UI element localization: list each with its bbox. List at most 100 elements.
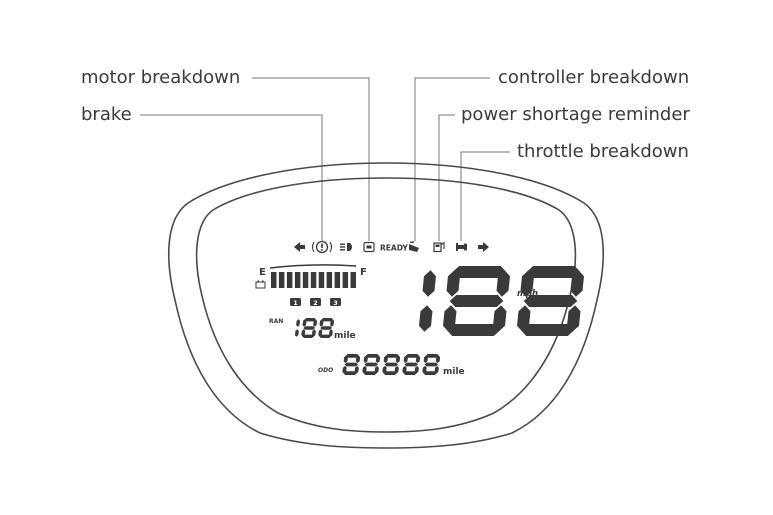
digit-8 xyxy=(422,354,441,375)
segment-a xyxy=(405,354,419,358)
segment-g xyxy=(303,326,316,330)
segment-e xyxy=(301,329,306,337)
segment-b xyxy=(496,270,510,297)
headlight-icon xyxy=(340,243,352,251)
gear-indicators: 1 2 3 xyxy=(290,298,341,307)
segment-b xyxy=(395,355,401,364)
segment-d xyxy=(403,371,417,375)
segment-e xyxy=(362,365,367,374)
fuel-empty-label: E xyxy=(259,267,266,278)
ready-indicator: READY xyxy=(380,244,408,253)
segment-d xyxy=(363,371,377,375)
battery-bar-segment xyxy=(334,272,341,288)
digit-8 xyxy=(382,354,401,375)
segment-c xyxy=(567,305,581,332)
segment-a xyxy=(345,354,359,358)
segment-b xyxy=(422,270,436,297)
segment-f xyxy=(383,355,388,364)
power-shortage-icon xyxy=(433,241,445,253)
battery-bar-segment xyxy=(350,272,356,288)
right-turn-arrow-icon xyxy=(478,242,489,252)
speed-digits xyxy=(419,266,584,336)
segment-d xyxy=(383,371,397,375)
leader-power-shortage xyxy=(438,114,455,241)
segment-a xyxy=(526,266,581,278)
battery-bars xyxy=(271,272,356,288)
segment-g xyxy=(404,362,418,367)
battery-bar-segment xyxy=(278,272,285,288)
segment-g xyxy=(523,295,578,307)
segment-g xyxy=(364,362,378,367)
leader-lines xyxy=(140,77,510,241)
segment-e xyxy=(318,329,323,337)
segment-b xyxy=(375,355,381,364)
segment-g xyxy=(384,362,398,367)
segment-f xyxy=(343,355,348,364)
segment-c xyxy=(311,329,316,337)
motor-breakdown-icon xyxy=(363,241,375,253)
segment-f xyxy=(403,355,408,364)
segment-a xyxy=(385,354,399,358)
gear-indicator-1: 1 xyxy=(290,298,301,307)
segment-d xyxy=(446,324,501,336)
leader-motor-breakdown xyxy=(252,77,370,241)
segment-a xyxy=(425,354,439,358)
segment-f xyxy=(520,270,534,297)
housing-outer xyxy=(167,162,605,449)
segment-d xyxy=(302,334,315,338)
battery-icon xyxy=(255,280,266,289)
label-motor-breakdown: motor breakdown xyxy=(81,67,241,88)
segment-d xyxy=(423,371,437,375)
segment-f xyxy=(363,355,368,364)
segment-a xyxy=(452,266,507,278)
battery-bar-segment xyxy=(294,272,301,288)
segment-b xyxy=(570,270,584,297)
battery-bar-segment xyxy=(286,272,293,288)
segment-e xyxy=(517,305,531,332)
segment-d xyxy=(520,324,575,336)
leader-controller-breakdown xyxy=(414,77,490,241)
digit-8 xyxy=(517,266,584,336)
segment-g xyxy=(320,326,333,330)
digit-8 xyxy=(402,354,421,375)
segment-c xyxy=(419,305,433,332)
segment-e xyxy=(402,365,407,374)
speed-unit: mph xyxy=(517,289,538,299)
digit-8 xyxy=(318,318,335,338)
segment-a xyxy=(304,318,317,322)
label-power-shortage-reminder: power shortage reminder xyxy=(461,104,690,125)
segment-g xyxy=(424,362,438,367)
odo-unit: mile xyxy=(443,367,465,377)
range-label: RAN xyxy=(269,318,283,325)
battery-bar-segment xyxy=(318,272,325,288)
segment-f xyxy=(302,319,307,327)
segment-f xyxy=(319,319,324,327)
segment-e xyxy=(382,365,387,374)
label-throttle-breakdown: throttle breakdown xyxy=(517,141,689,162)
segment-g xyxy=(344,362,358,367)
segment-f xyxy=(446,270,460,297)
segment-b xyxy=(415,355,421,364)
gear-label: 3 xyxy=(333,299,338,307)
digit-8 xyxy=(362,354,381,375)
gear-label: 2 xyxy=(313,299,318,307)
leader-throttle-breakdown xyxy=(460,151,510,241)
indicator-row: READY xyxy=(294,240,489,254)
digit-8 xyxy=(443,266,510,336)
battery-bar-segment xyxy=(342,272,349,288)
left-turn-arrow-icon xyxy=(294,242,305,252)
range-digits xyxy=(294,318,335,338)
segment-d xyxy=(343,371,357,375)
odo-digits xyxy=(342,354,441,375)
segment-b xyxy=(330,319,335,327)
brake-warning-icon xyxy=(311,240,333,254)
segment-b xyxy=(313,319,318,327)
segment-c xyxy=(493,305,507,332)
odo-label: ODO xyxy=(318,367,333,374)
segment-d xyxy=(319,334,332,338)
segment-b xyxy=(355,355,361,364)
battery-gauge-curve xyxy=(269,264,357,269)
gear-label: 1 xyxy=(293,299,298,307)
